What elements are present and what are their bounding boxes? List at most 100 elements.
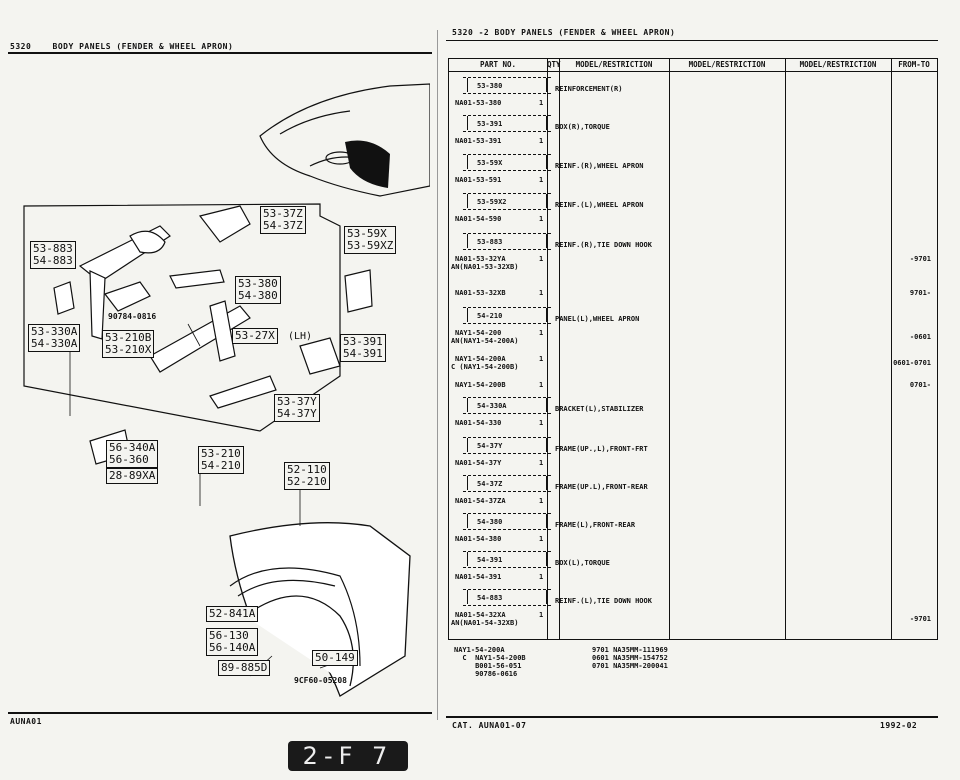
left-header-code: 5320	[10, 42, 32, 51]
quantity: 1	[539, 215, 544, 223]
quantity: 1	[539, 535, 544, 543]
clip-label: 9CF60-05208	[294, 676, 347, 685]
ref-number: 53-59X	[477, 159, 503, 167]
page-divider	[437, 30, 438, 720]
page-number-badge: 2-F 7	[288, 741, 408, 771]
quantity: 1	[539, 355, 544, 363]
part-ref-box: 53-59X2	[463, 191, 551, 213]
quantity: 1	[539, 381, 544, 389]
part-number-alt: C (NAY1-54-200B)	[451, 363, 519, 371]
callout-53-391: 53-391 54-391	[340, 334, 386, 362]
exploded-parts-diagram: 53-37Z 54-37Z 53-883 54-883 53-59X 53-59…	[10, 56, 430, 706]
part-number-alt: AN(NA01-53-32XB)	[451, 263, 519, 271]
from-to: -0601	[909, 333, 931, 341]
callout-53-37z: 53-37Z 54-37Z	[260, 206, 306, 234]
part-ref-box: 54-330A	[463, 395, 551, 417]
callout-53-883: 53-883 54-883	[30, 241, 76, 269]
description: REINFORCEMENT(R)	[555, 85, 623, 93]
part-number: NAY1-54-200B	[455, 381, 506, 389]
car-silhouette	[259, 83, 430, 197]
group-frame	[23, 203, 341, 432]
left-header-title: BODY PANELS (FENDER & WHEEL APRON)	[52, 42, 234, 51]
description: FRAME(UP.L),FRONT-REAR	[555, 483, 648, 491]
col-model-1: MODEL/RESTRICTION	[575, 60, 653, 69]
part-number: NAY1-54-200	[455, 329, 502, 337]
quantity: 1	[539, 459, 544, 467]
part-ref-box: 54-380	[463, 511, 551, 533]
ref-number: 54-37Y	[477, 442, 503, 450]
footer-catalog: CAT. AUNA01-07	[452, 721, 527, 730]
part-ref-box: 54-391	[463, 549, 551, 571]
footnote-left-3: B001-56-051	[454, 662, 522, 670]
description: REINF.(R),WHEEL APRON	[555, 162, 644, 170]
footer-date: 1992-02	[880, 721, 918, 730]
ref-number: 53-380	[477, 82, 503, 90]
bolt-label: 90784-0816	[108, 312, 157, 321]
description: PANEL(L),WHEEL APRON	[555, 315, 640, 323]
col-part-no: PART NO.	[479, 60, 517, 69]
col-model-3: MODEL/RESTRICTION	[799, 60, 877, 69]
left-header: 5320 BODY PANELS (FENDER & WHEEL APRON)	[10, 42, 233, 51]
callout-53-27x: 53-27X	[232, 328, 278, 344]
description: FRAME(L),FRONT-REAR	[555, 521, 636, 529]
ref-number: 53-883	[477, 238, 503, 246]
footnote-left-1: NAY1-54-200A	[454, 646, 505, 654]
col-divider	[547, 59, 548, 639]
part-number: NA01-54-37Y	[455, 459, 502, 467]
part-ref-box: 54-883	[463, 587, 551, 609]
col-from-to: FROM-TO	[898, 60, 930, 69]
callout-50-149: 50-149	[312, 650, 358, 666]
description: FRAME(UP.,L),FRONT-FRT	[555, 445, 648, 453]
part-number-alt: AN(NAY1-54-200A)	[451, 337, 519, 345]
right-header-rule	[446, 40, 938, 41]
description: BOX(L),TORQUE	[555, 559, 610, 567]
quantity: 1	[539, 176, 544, 184]
part-number: NA01-53-391	[455, 137, 502, 145]
from-to: 9701-	[909, 289, 931, 297]
footnote-right-3: 0701 NA35MM-200041	[592, 662, 668, 670]
description: REINF.(L),WHEEL APRON	[555, 201, 644, 209]
callout-56-130: 56-130 56-140A	[206, 628, 259, 656]
callout-53-59x: 53-59X 53-59XZ	[344, 226, 397, 254]
part-number: NA01-54-590	[455, 215, 502, 223]
description: REINF.(R),TIE DOWN HOOK	[555, 241, 652, 249]
callout-53-330a: 53-330A 54-330A	[28, 324, 81, 352]
part-ref-box: 54-210	[463, 305, 551, 327]
part-ref-box: 53-59X	[463, 152, 551, 174]
part-number: NAY1-54-200A	[455, 355, 506, 363]
right-footer-rule	[446, 716, 938, 718]
left-footer-rule	[8, 712, 432, 714]
col-qty: QTY	[547, 60, 561, 69]
quantity: 1	[539, 99, 544, 107]
highlighted-fender-area	[345, 140, 390, 188]
quantity: 1	[539, 497, 544, 505]
ref-number: 54-37Z	[477, 480, 503, 488]
part-ref-box: 53-883	[463, 231, 551, 253]
description: BOX(R),TORQUE	[555, 123, 610, 131]
quantity: 1	[539, 137, 544, 145]
ref-number: 54-883	[477, 594, 503, 602]
footnote-right-1: 9701 NA35MM-111969	[592, 646, 668, 654]
right-header-title: 5320 -2 BODY PANELS (FENDER & WHEEL APRO…	[452, 28, 676, 37]
part-number: NA01-54-330	[455, 419, 502, 427]
ref-number: 54-330A	[477, 402, 507, 410]
col-divider	[785, 59, 786, 639]
part-number: NA01-54-32XA	[455, 611, 506, 619]
header-divider	[449, 71, 937, 72]
footnote-left-2: C NAY1-54-200B	[454, 654, 526, 662]
part-number: NA01-54-391	[455, 573, 502, 581]
quantity: 1	[539, 611, 544, 619]
quantity: 1	[539, 255, 544, 263]
lh-label: (LH)	[288, 331, 313, 342]
part-number: NA01-53-32XB	[455, 289, 506, 297]
from-to: 0601-0701	[893, 359, 931, 367]
callout-53-37y: 53-37Y 54-37Y	[274, 394, 320, 422]
callout-52-841a: 52-841A	[206, 606, 259, 622]
part-number: NA01-53-380	[455, 99, 502, 107]
part-number: NA01-54-37ZA	[455, 497, 506, 505]
quantity: 1	[539, 419, 544, 427]
quantity: 1	[539, 329, 544, 337]
part-ref-box: 53-391	[463, 113, 551, 135]
callout-53-210b: 53-210B 53-210X	[102, 330, 155, 358]
frame-members	[53, 205, 373, 465]
